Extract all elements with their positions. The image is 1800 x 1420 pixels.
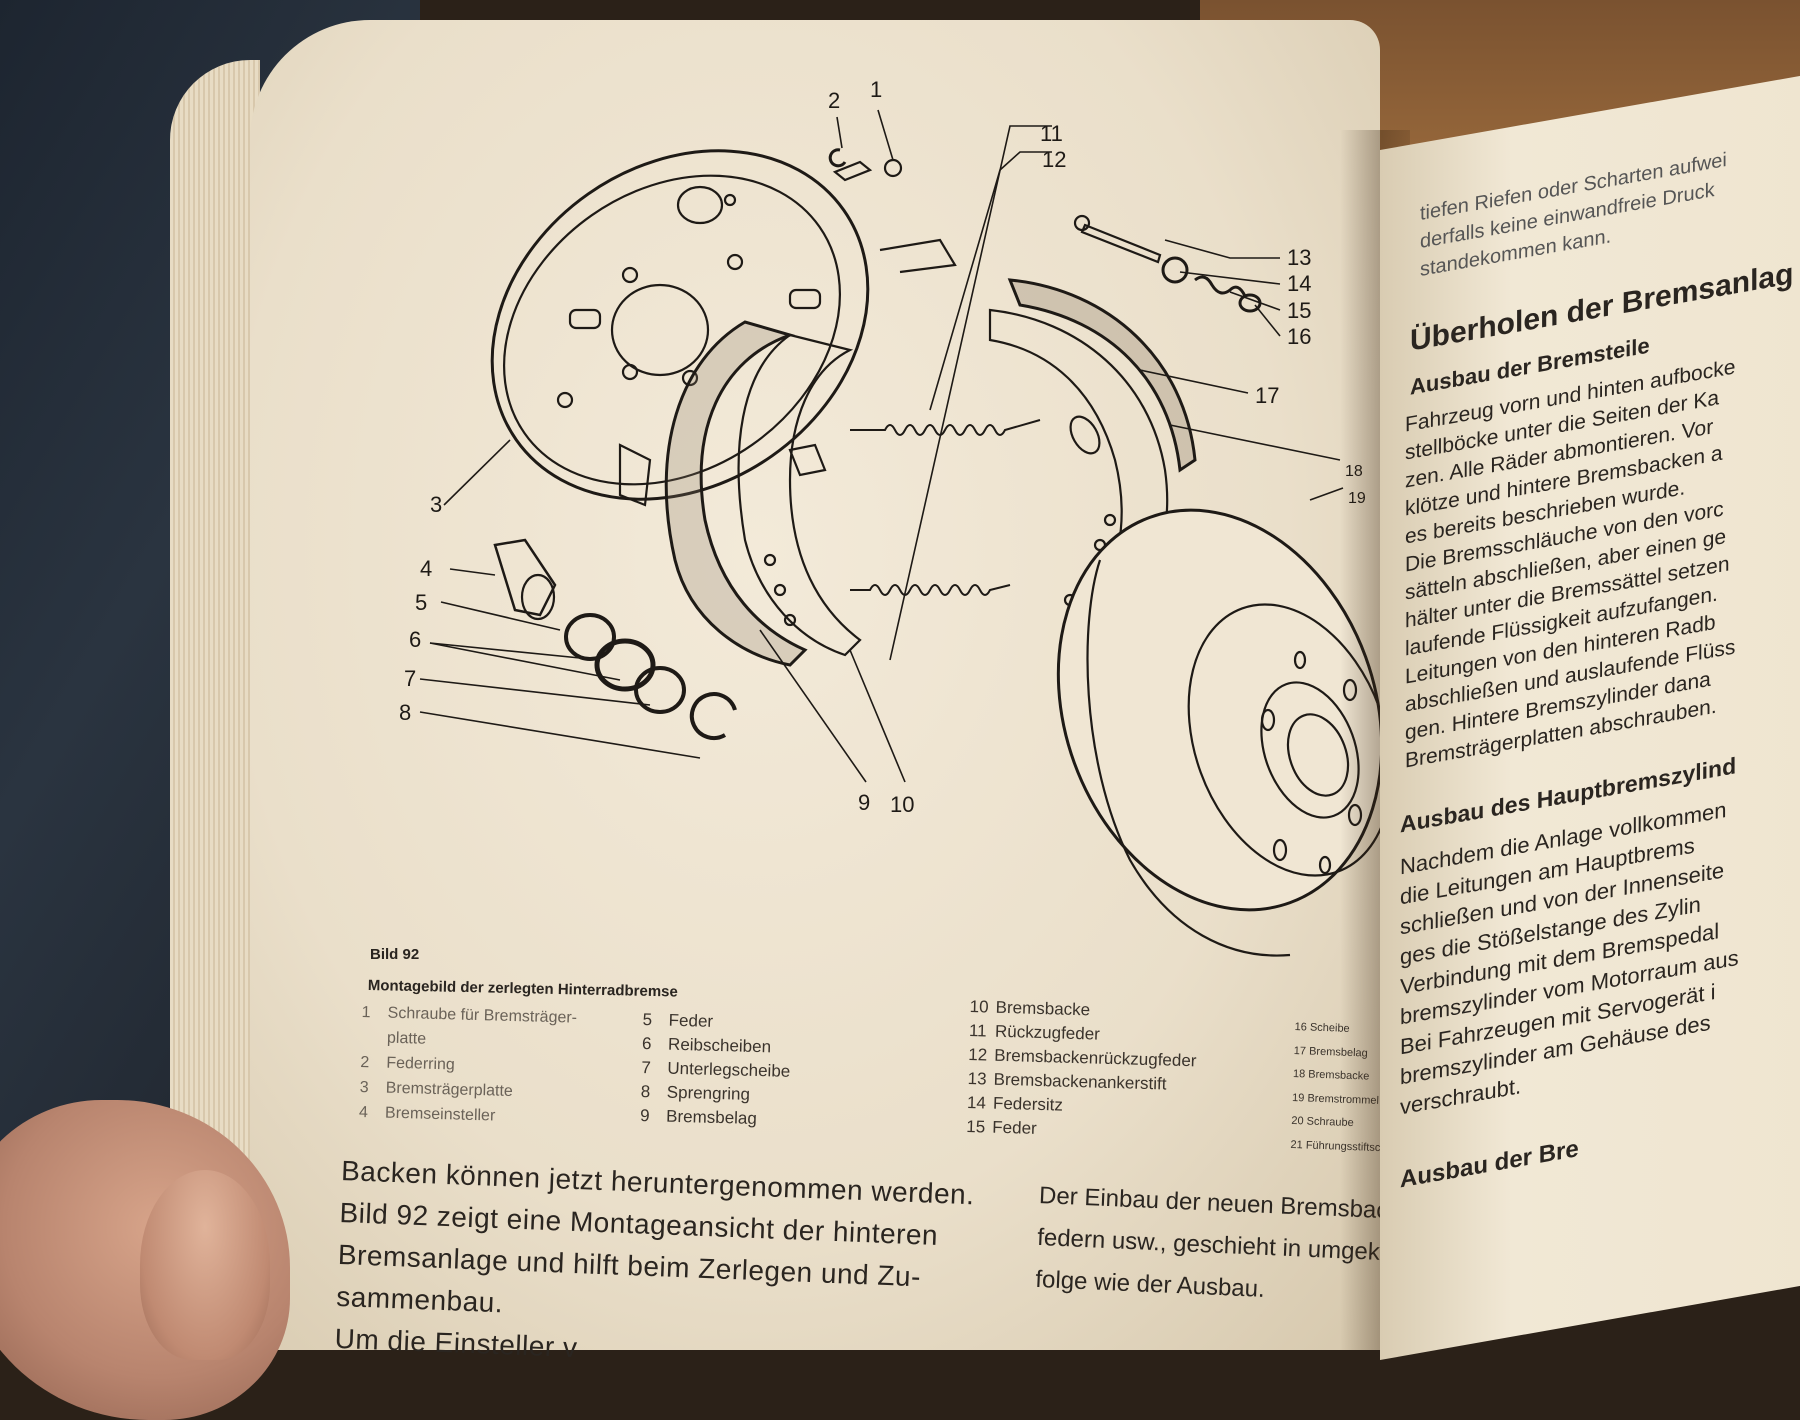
callout-5: 5 (415, 590, 427, 615)
right-book-page: tiefen Riefen oder Scharten aufwei derfa… (1380, 72, 1800, 1360)
callout-2: 2 (828, 88, 840, 113)
thumb (140, 1170, 270, 1360)
callout-15: 15 (1287, 298, 1311, 323)
callout-8: 8 (399, 700, 411, 725)
callout-3: 3 (430, 492, 442, 517)
callout-19: 19 (1348, 490, 1366, 507)
callout-1: 1 (870, 77, 882, 102)
callout-10: 10 (890, 792, 914, 817)
callout-17: 17 (1255, 383, 1279, 408)
callout-9: 9 (858, 790, 870, 815)
callout-11: 11 (1040, 121, 1063, 146)
callout-6: 6 (409, 627, 421, 652)
callout-14: 14 (1287, 271, 1311, 296)
callout-4: 4 (420, 556, 432, 581)
callout-16: 16 (1287, 324, 1311, 349)
left-brake-shoe-drawing (664, 320, 862, 667)
callout-12: 12 (1042, 147, 1066, 172)
brake-backing-plate-drawing (490, 149, 957, 507)
figure-number: Bild 92 (370, 946, 420, 963)
callout-13: 13 (1287, 245, 1311, 270)
callout-leader-lines (419, 109, 1344, 783)
subsection-heading: Ausbau der Bre (1400, 1134, 1579, 1194)
anchor-pin-drawing (1073, 214, 1262, 313)
brake-drum-drawing (1056, 508, 1393, 957)
left-body-paragraph: Backen können jetzt heruntergenommen wer… (334, 1150, 982, 1384)
return-springs-drawing (850, 419, 1041, 596)
brake-assembly-drawing: 1 2 3 4 5 6 7 8 9 10 11 12 13 14 15 16 1… (399, 77, 1393, 957)
callout-7: 7 (404, 666, 416, 691)
callout-18: 18 (1345, 463, 1363, 480)
